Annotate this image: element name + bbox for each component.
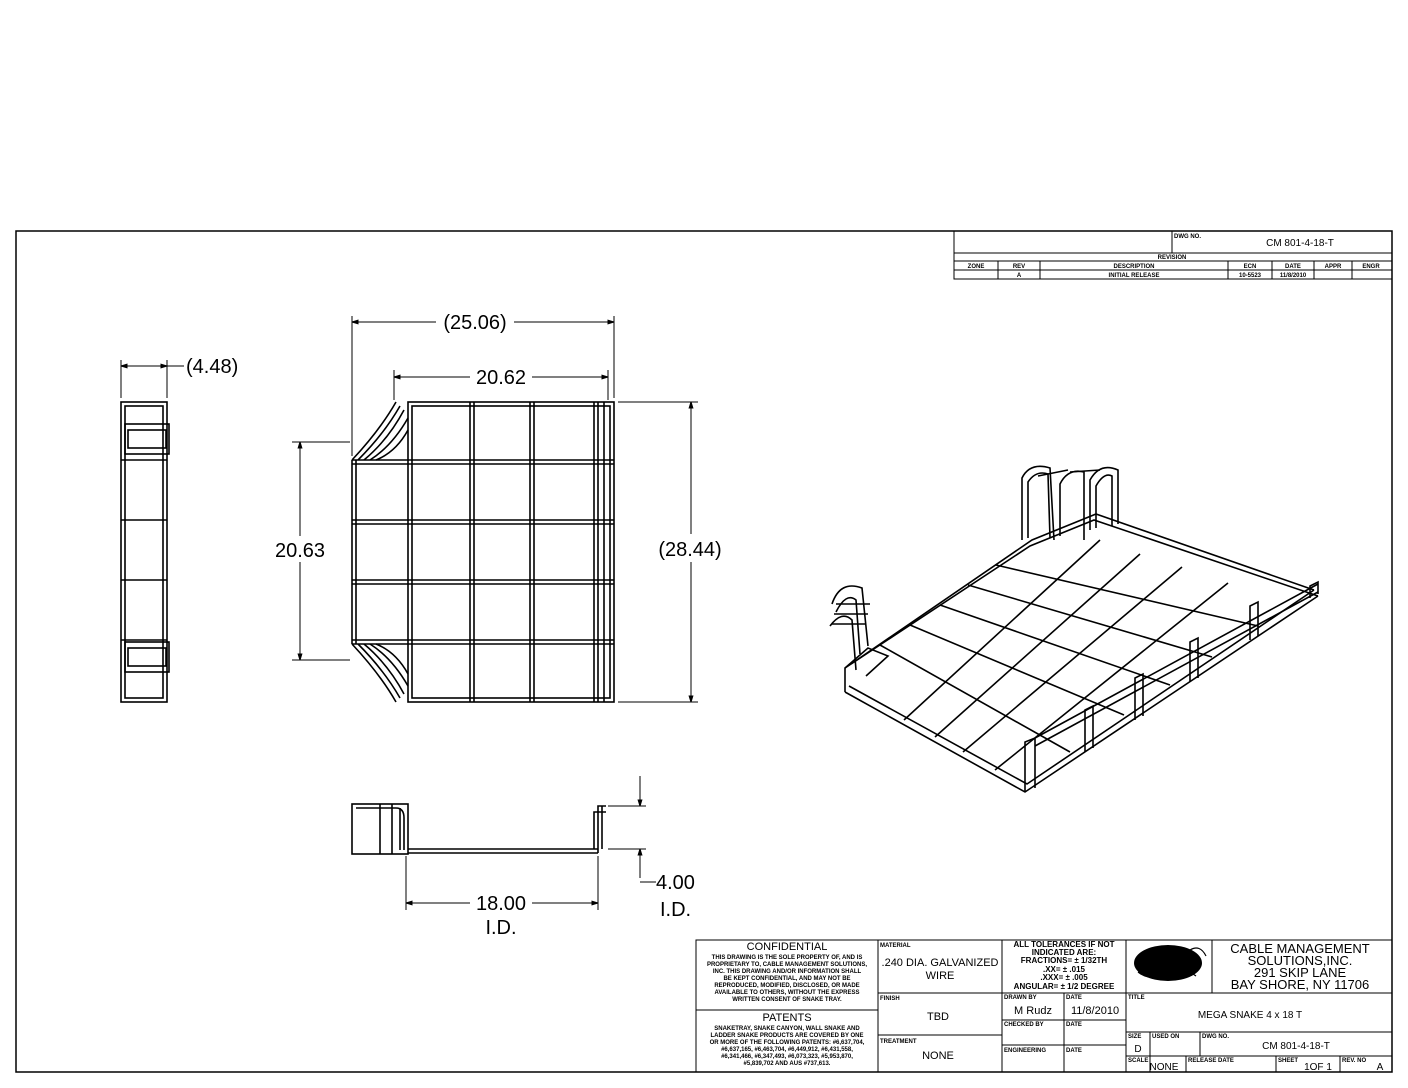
finish-label: FINISH (880, 996, 900, 1002)
rev-col-ecn: ECN (1244, 264, 1257, 270)
dim-side-depth (121, 360, 184, 398)
dwg-no-value: CM 801-4-18-T (1262, 1041, 1330, 1052)
top-view (351, 401, 615, 703)
material-value-line1: .240 DIA. GALVANIZED (882, 957, 999, 969)
patents-line: #6,637,165, #6,463,704, #6,449,912, #6,4… (721, 1047, 853, 1053)
drawn-by-value: M Rudz (1014, 1005, 1052, 1017)
rev-label: REV. NO (1342, 1058, 1366, 1064)
tolerance-line: ANGULAR= ± 1/2 DEGREE (1014, 982, 1115, 991)
rev-col-appr: APPR (1325, 264, 1342, 270)
patents-title: PATENTS (762, 1012, 811, 1024)
drawn-by-label: DRAWN BY (1004, 995, 1037, 1001)
engineering-label: ENGINEERING (1004, 1048, 1046, 1054)
tolerance-line: ALL TOLERANCES IF NOT (1013, 940, 1114, 949)
rev-dwg-no-label: DWG NO. (1174, 234, 1201, 240)
date3-label: DATE (1066, 1048, 1082, 1054)
sheet-value: 1OF 1 (1304, 1062, 1332, 1073)
rev-col-date: DATE (1285, 264, 1301, 270)
patents-text: SNAKETRAY, SNAKE CANYON, WALL SNAKE AND … (710, 1026, 865, 1067)
confidential-text: THIS DRAWING IS THE SOLE PROPERTY OF, AN… (707, 955, 867, 1003)
dim-overall-height-label: (28.44) (658, 539, 721, 561)
dim-overall-width (352, 316, 614, 456)
isometric-view (829, 465, 1319, 793)
confidential-line: INC. THIS DRAWING AND/OR INFORMATION SHA… (713, 969, 862, 975)
rev-col-engr: ENGR (1362, 264, 1380, 270)
rev-value: A (1377, 1062, 1384, 1073)
confidential-line: PROPRIETARY TO, CABLE MANAGEMENT SOLUTIO… (707, 962, 867, 968)
patents-line: LADDER SNAKE PRODUCTS ARE COVERED BY ONE (710, 1033, 863, 1039)
company-line3: 291 SKIP LANE (1254, 965, 1347, 980)
tolerance-line: .XXX= ± .005 (1040, 973, 1088, 982)
scale-value: NONE (1150, 1062, 1179, 1073)
confidential-line: BE KEPT CONFIDENTIAL, AND MAY NOT BE (723, 976, 850, 982)
dim-id-width-label: 18.00 (476, 893, 526, 915)
patents-line: #6,341,466, #6,347,493, #6,073,323, #5,9… (721, 1054, 853, 1060)
sheet-label: SHEET (1278, 1058, 1298, 1064)
material-label: MATERIAL (880, 943, 911, 949)
tolerances: ALL TOLERANCES IF NOT INDICATED ARE: FRA… (1013, 940, 1115, 991)
dim-id-width (406, 856, 598, 910)
treatment-label: TREATMENT (880, 1039, 917, 1045)
dim-id-width-note: I.D. (485, 917, 516, 939)
confidential-line: THIS DRAWING IS THE SOLE PROPERTY OF, AN… (712, 955, 863, 961)
finish-value: TBD (927, 1011, 949, 1023)
rev-col-description: DESCRIPTION (1113, 264, 1154, 270)
scale-label: SCALE (1128, 1058, 1148, 1064)
rev-col-rev: REV (1013, 264, 1025, 270)
patents-line: SNAKETRAY, SNAKE CANYON, WALL SNAKE AND (714, 1026, 860, 1032)
dim-id-height (608, 776, 656, 883)
checked-by-label: CHECKED BY (1004, 1022, 1044, 1028)
company-logo (1134, 945, 1207, 981)
dim-side-depth-label: (4.48) (186, 356, 238, 378)
confidential-line: REPRODUCED, MODIFIED, DISCLOSED, OR MADE (714, 983, 859, 989)
company-line1: CABLE MANAGEMENT (1230, 941, 1369, 956)
rev-row-description: INITIAL RELEASE (1109, 273, 1160, 279)
rev-dwg-no: CM 801-4-18-T (1266, 238, 1334, 249)
confidential-line: AVAILABLE TO OTHERS, WITHOUT THE EXPRESS (714, 990, 859, 996)
dim-inner-width (394, 370, 608, 400)
patents-line: OR MORE OF THE FOLLOWING PATENTS: #6,637… (710, 1040, 865, 1046)
tolerance-line: FRACTIONS= ± 1/32TH (1021, 956, 1108, 965)
confidential-title: CONFIDENTIAL (747, 941, 828, 953)
treatment-value: NONE (922, 1050, 954, 1062)
dim-overall-height (618, 402, 698, 702)
tolerance-line: .XX= ± .015 (1043, 965, 1086, 974)
confidential-line: WRITTEN CONSENT OF SNAKE TRAY. (732, 997, 842, 1003)
title-block (695, 939, 1393, 1073)
dwg-no-label: DWG NO. (1202, 1034, 1229, 1040)
patents-line: #5,839,702 AND AUS #737,613. (744, 1061, 831, 1067)
dim-overall-width-label: (25.06) (443, 312, 506, 334)
revision-block: DWG NO. CM 801-4-18-T REVISION ZONE REV … (953, 230, 1393, 280)
dim-inner-width-label: 20.62 (476, 367, 526, 389)
rev-col-zone: ZONE (968, 264, 985, 270)
date1-label: DATE (1066, 995, 1082, 1001)
rev-row-date: 11/8/2010 (1280, 273, 1307, 279)
title-label: TITLE (1128, 995, 1145, 1001)
title-value: MEGA SNAKE 4 x 18 T (1198, 1010, 1302, 1021)
revisions-label: REVISION (1158, 255, 1187, 261)
rev-row-rev: A (1017, 273, 1022, 279)
company-line2: SOLUTIONS,INC. (1248, 953, 1353, 968)
rev-row-ecn: 10-5523 (1239, 273, 1262, 279)
date1-value: 11/8/2010 (1071, 1005, 1119, 1017)
dim-inner-height (292, 442, 350, 660)
used-on-label: USED ON (1152, 1034, 1179, 1040)
size-label: SIZE (1128, 1034, 1141, 1040)
company-line4: BAY SHORE, NY 11706 (1231, 977, 1370, 992)
front-view (351, 803, 606, 855)
tolerance-line: INDICATED ARE: (1032, 948, 1096, 957)
release-date-label: RELEASE DATE (1188, 1058, 1234, 1064)
dim-inner-height-label: 20.63 (275, 540, 325, 562)
dim-id-height-note: I.D. (660, 899, 691, 921)
dim-id-height-label: 4.00 (656, 872, 695, 894)
side-view (120, 401, 170, 703)
date2-label: DATE (1066, 1022, 1082, 1028)
size-value: D (1134, 1044, 1141, 1055)
material-value-line2: WIRE (926, 970, 955, 982)
